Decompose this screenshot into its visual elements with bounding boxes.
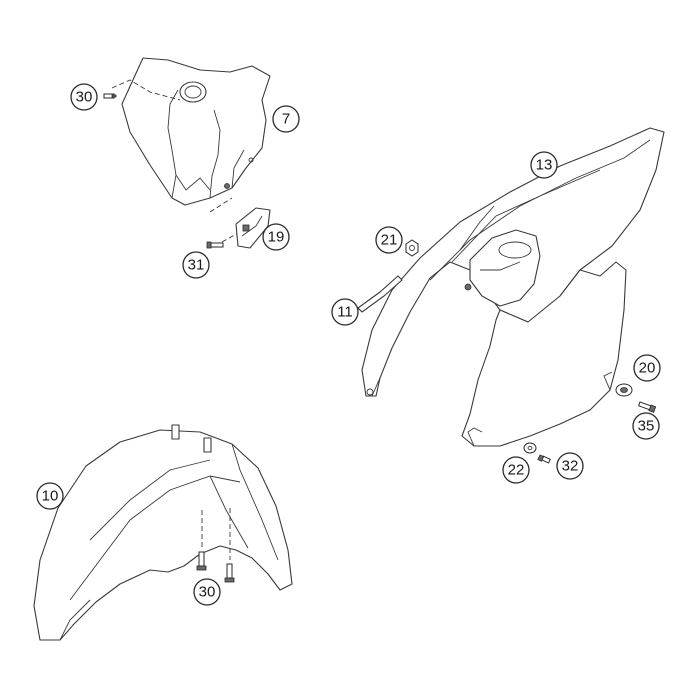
washer-22: [523, 442, 537, 454]
callout-31: 31: [182, 251, 210, 279]
callout-11-label: 11: [337, 304, 353, 321]
callout-13: 13: [530, 151, 558, 179]
callout-32-label: 32: [562, 458, 579, 475]
callout-30-top: 30: [70, 83, 98, 111]
callout-20: 20: [633, 354, 661, 382]
screw-30-bottom-right: [224, 563, 235, 583]
callout-7: 7: [272, 105, 300, 133]
callout-35: 35: [632, 412, 660, 440]
callout-19: 19: [262, 223, 290, 251]
screw-32: [537, 454, 551, 464]
leader-line-30a: [111, 79, 181, 101]
front-number-plate: [121, 57, 271, 206]
callout-21: 21: [375, 226, 403, 254]
callout-13-label: 13: [536, 157, 553, 174]
rear-fender: [361, 127, 665, 397]
callout-21-label: 21: [381, 232, 398, 249]
screw-35: [637, 401, 657, 413]
callout-19-label: 19: [268, 229, 285, 246]
leader-line-19: [209, 197, 233, 213]
side-panel: [461, 261, 627, 447]
nut-21: [405, 239, 419, 257]
screw-30-bottom-left: [196, 551, 207, 571]
front-fender: [33, 424, 293, 641]
callout-32: 32: [556, 452, 584, 480]
bushing-20: [615, 383, 633, 397]
callout-10-label: 10: [42, 488, 59, 505]
decal-strip-11: [357, 275, 403, 313]
callout-22-label: 22: [508, 462, 525, 479]
screw-30-top: [103, 93, 117, 99]
callout-10: 10: [36, 482, 64, 510]
callout-20-label: 20: [639, 360, 656, 377]
callout-30-top-label: 30: [76, 89, 93, 106]
callout-31-label: 31: [188, 257, 205, 274]
callout-35-label: 35: [638, 418, 655, 435]
callout-22: 22: [502, 456, 530, 484]
callout-30-bottom: 30: [193, 578, 221, 606]
callout-7-label: 7: [282, 111, 290, 128]
callout-30-bottom-label: 30: [199, 584, 216, 601]
callout-11: 11: [331, 298, 359, 326]
screw-31: [206, 241, 224, 249]
